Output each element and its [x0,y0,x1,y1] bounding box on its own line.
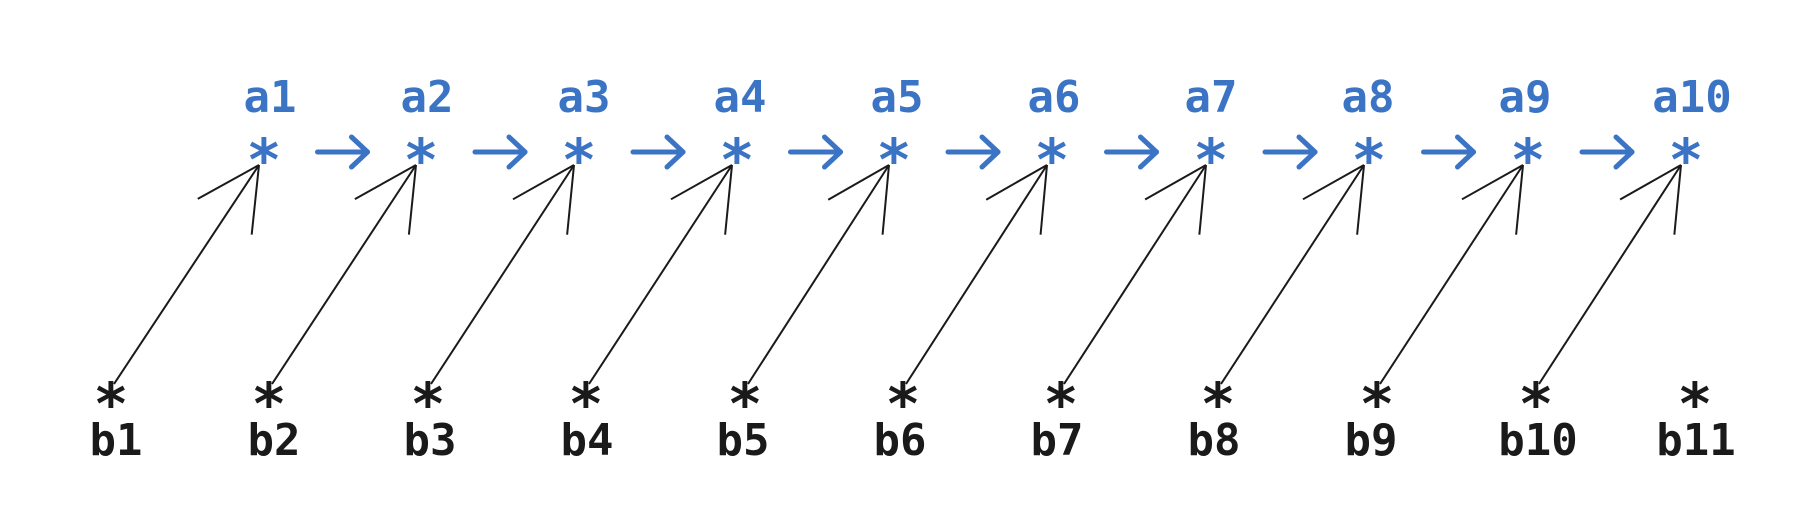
cross-edge-arrow [747,164,890,385]
chain-arrow [788,134,843,170]
a-node-label: a3 [558,72,611,123]
chain-arrow [1421,134,1476,170]
a-node-marker: * [877,126,912,194]
a-node-marker: * [1035,126,1070,194]
a-node-marker: * [1669,126,1704,194]
cross-edge-arrow [1063,164,1207,385]
a-node-marker: * [1352,126,1387,194]
b-node-label: b4 [561,415,614,466]
b-node-label: b5 [717,415,770,466]
b-node-label: b10 [1498,415,1577,466]
a-node-label: a4 [714,72,767,123]
chain-edge-layer [315,134,1635,170]
b-node-marker: * [569,370,604,438]
chain-arrow [472,134,528,170]
b-node-marker: * [1044,370,1079,438]
a-node-marker: * [247,126,282,194]
b-node-marker: * [411,370,446,438]
chain-arrow [1104,134,1159,170]
a-node-marker: * [1194,126,1229,194]
b-node-marker: * [1678,370,1713,438]
cross-edge-arrow [588,164,733,385]
a-node-label: a7 [1185,72,1238,123]
chain-arrow [630,134,686,170]
a-node-marker: * [562,126,597,194]
a-node-marker: * [404,126,439,194]
cross-edge-arrow [1379,164,1524,385]
cross-edge-arrow [271,164,417,385]
a-node-marker: * [720,126,755,194]
a-node-marker: * [1511,126,1546,194]
cross-edge-arrow [1538,164,1682,385]
cross-edge-arrow [113,164,260,385]
b-node-label: b2 [248,415,301,466]
chain-arrow [1579,134,1635,170]
b-node-label: b1 [90,415,143,466]
b-node-label: b11 [1656,415,1735,466]
a-node-label: a6 [1028,72,1081,123]
b-node-marker: * [1201,370,1236,438]
a-node-layer: a1*a2*a3*a4*a5*a6*a7*a8*a9*a10* [244,72,1732,194]
a-node-label: a8 [1342,72,1395,123]
b-node-marker: * [94,370,129,438]
b-node-label: b6 [874,415,927,466]
a-node-label: a2 [401,72,454,123]
b-node-marker: * [1519,370,1554,438]
b-node-label: b8 [1188,415,1241,466]
a-node-label: a10 [1652,72,1731,123]
cross-edge-arrow [905,164,1048,385]
chain-arrow [1262,134,1318,170]
b-node-marker: * [252,370,287,438]
chain-arrow [315,134,370,170]
cross-edge-arrow [1220,164,1365,385]
cross-edge-layer [113,164,1682,385]
a-node-label: a1 [244,72,297,123]
b-node-label: b7 [1031,415,1084,466]
a-node-label: a9 [1499,72,1552,123]
cross-edge-arrow [430,164,575,385]
chain-arrow [945,134,1001,170]
b-node-marker: * [728,370,763,438]
b-node-layer: *b1*b2*b3*b4*b5*b6*b7*b8*b9*b10*b11 [90,370,1736,466]
a-node-label: a5 [871,72,924,123]
b-node-label: b9 [1345,415,1398,466]
b-node-marker: * [1360,370,1395,438]
b-node-marker: * [886,370,921,438]
b-node-label: b3 [404,415,457,466]
